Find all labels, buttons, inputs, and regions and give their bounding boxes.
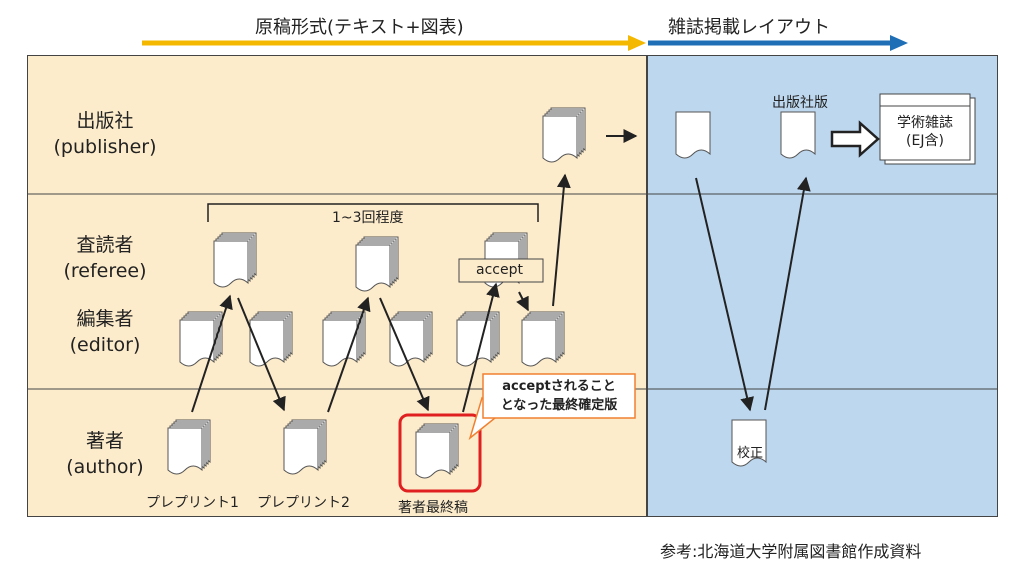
referee-document-2 <box>355 236 399 292</box>
workflow-arrows <box>191 129 811 413</box>
accept-box <box>458 258 544 283</box>
row-separators <box>27 193 998 390</box>
final-manuscript-label: 著者最終稿 <box>398 500 468 516</box>
manuscript-phase-arrow <box>142 35 646 51</box>
callout-box <box>468 373 636 441</box>
callout-text: acceptされること となった最終確定版 <box>486 377 632 415</box>
publisher-layout-document <box>675 111 711 159</box>
publish-arrow <box>830 120 880 158</box>
final-manuscript-highlight <box>398 413 482 493</box>
callout-line-1: acceptされること <box>502 379 616 394</box>
editor-document-2 <box>249 311 293 367</box>
role-author-name: 著者 <box>85 430 124 452</box>
final-manuscript-document <box>415 423 459 479</box>
editor-document-5 <box>456 311 500 367</box>
role-editor: 編集者 (editor) <box>30 306 180 358</box>
role-referee-en: (referee) <box>63 260 147 282</box>
publisher-manuscript-document <box>542 107 586 163</box>
referee-document-1 <box>213 232 257 288</box>
role-editor-en: (editor) <box>69 334 141 356</box>
journal-label-line-1: 学術雑誌 <box>897 115 953 131</box>
callout-line-2: となった最終確定版 <box>500 398 618 413</box>
journal-phase-title: 雑誌掲載レイアウト <box>668 17 830 38</box>
role-referee-name: 査読者 <box>76 234 134 256</box>
role-author-en: (author) <box>66 456 144 478</box>
rounds-bracket <box>207 203 539 222</box>
role-publisher-name: 出版社 <box>76 110 134 132</box>
role-publisher: 出版社 (publisher) <box>30 108 180 160</box>
preprint-1-label: プレプリント1 <box>146 495 239 511</box>
preprint-2-document <box>283 419 327 475</box>
rounds-label: 1~3回程度 <box>332 210 404 226</box>
role-publisher-en: (publisher) <box>53 136 157 158</box>
preprint-2-label: プレプリント2 <box>257 495 350 511</box>
journal-phase-arrow <box>648 35 908 51</box>
role-author: 著者 (author) <box>30 428 180 480</box>
journal-label: 学術雑誌 (EJ含) <box>880 114 970 150</box>
editor-document-4 <box>389 311 433 367</box>
role-editor-name: 編集者 <box>76 308 134 330</box>
journal-label-line-2: (EJ含) <box>906 133 944 149</box>
proof-label: 校正 <box>737 446 764 461</box>
editor-document-3 <box>322 311 366 367</box>
publisher-version-document <box>780 111 816 159</box>
accept-label: accept <box>476 262 523 278</box>
role-referee: 査読者 (referee) <box>30 232 180 284</box>
journal-book <box>879 93 976 165</box>
manuscript-phase-title: 原稿形式(テキスト+図表) <box>255 17 464 38</box>
source-note: 参考:北海道大学附属図書館作成資料 <box>660 542 922 561</box>
publisher-version-label: 出版社版 <box>772 95 828 111</box>
editor-document-6 <box>521 311 565 367</box>
